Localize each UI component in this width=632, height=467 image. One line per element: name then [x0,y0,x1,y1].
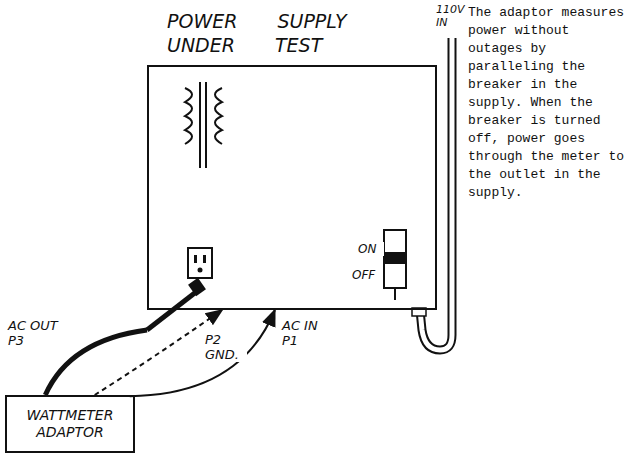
cable-label: P2 GND. [205,332,247,362]
switch-label: OFF [352,268,382,282]
caption-note: The adaptor measures power without outag… [468,4,628,202]
switch-label: ON [358,242,384,256]
supply-housing: POWER SUPPLY UNDER TEST [147,65,437,310]
cable-label: AC IN P1 [282,318,332,348]
plug-stub [147,278,206,330]
cord-label: 110V IN [436,3,470,29]
transformer-symbol [185,82,222,168]
breaker-switch [384,230,406,300]
box-label: WATTMETER ADAPTOR [7,397,133,451]
unit-heading: POWER SUPPLY UNDER TEST [167,9,377,57]
cable-label: AC OUT P3 [8,318,70,348]
power-cord [412,38,452,350]
outlet-symbol [188,248,212,278]
cable-connector [130,310,275,396]
adaptor-box: WATTMETER ADAPTOR [5,395,135,453]
